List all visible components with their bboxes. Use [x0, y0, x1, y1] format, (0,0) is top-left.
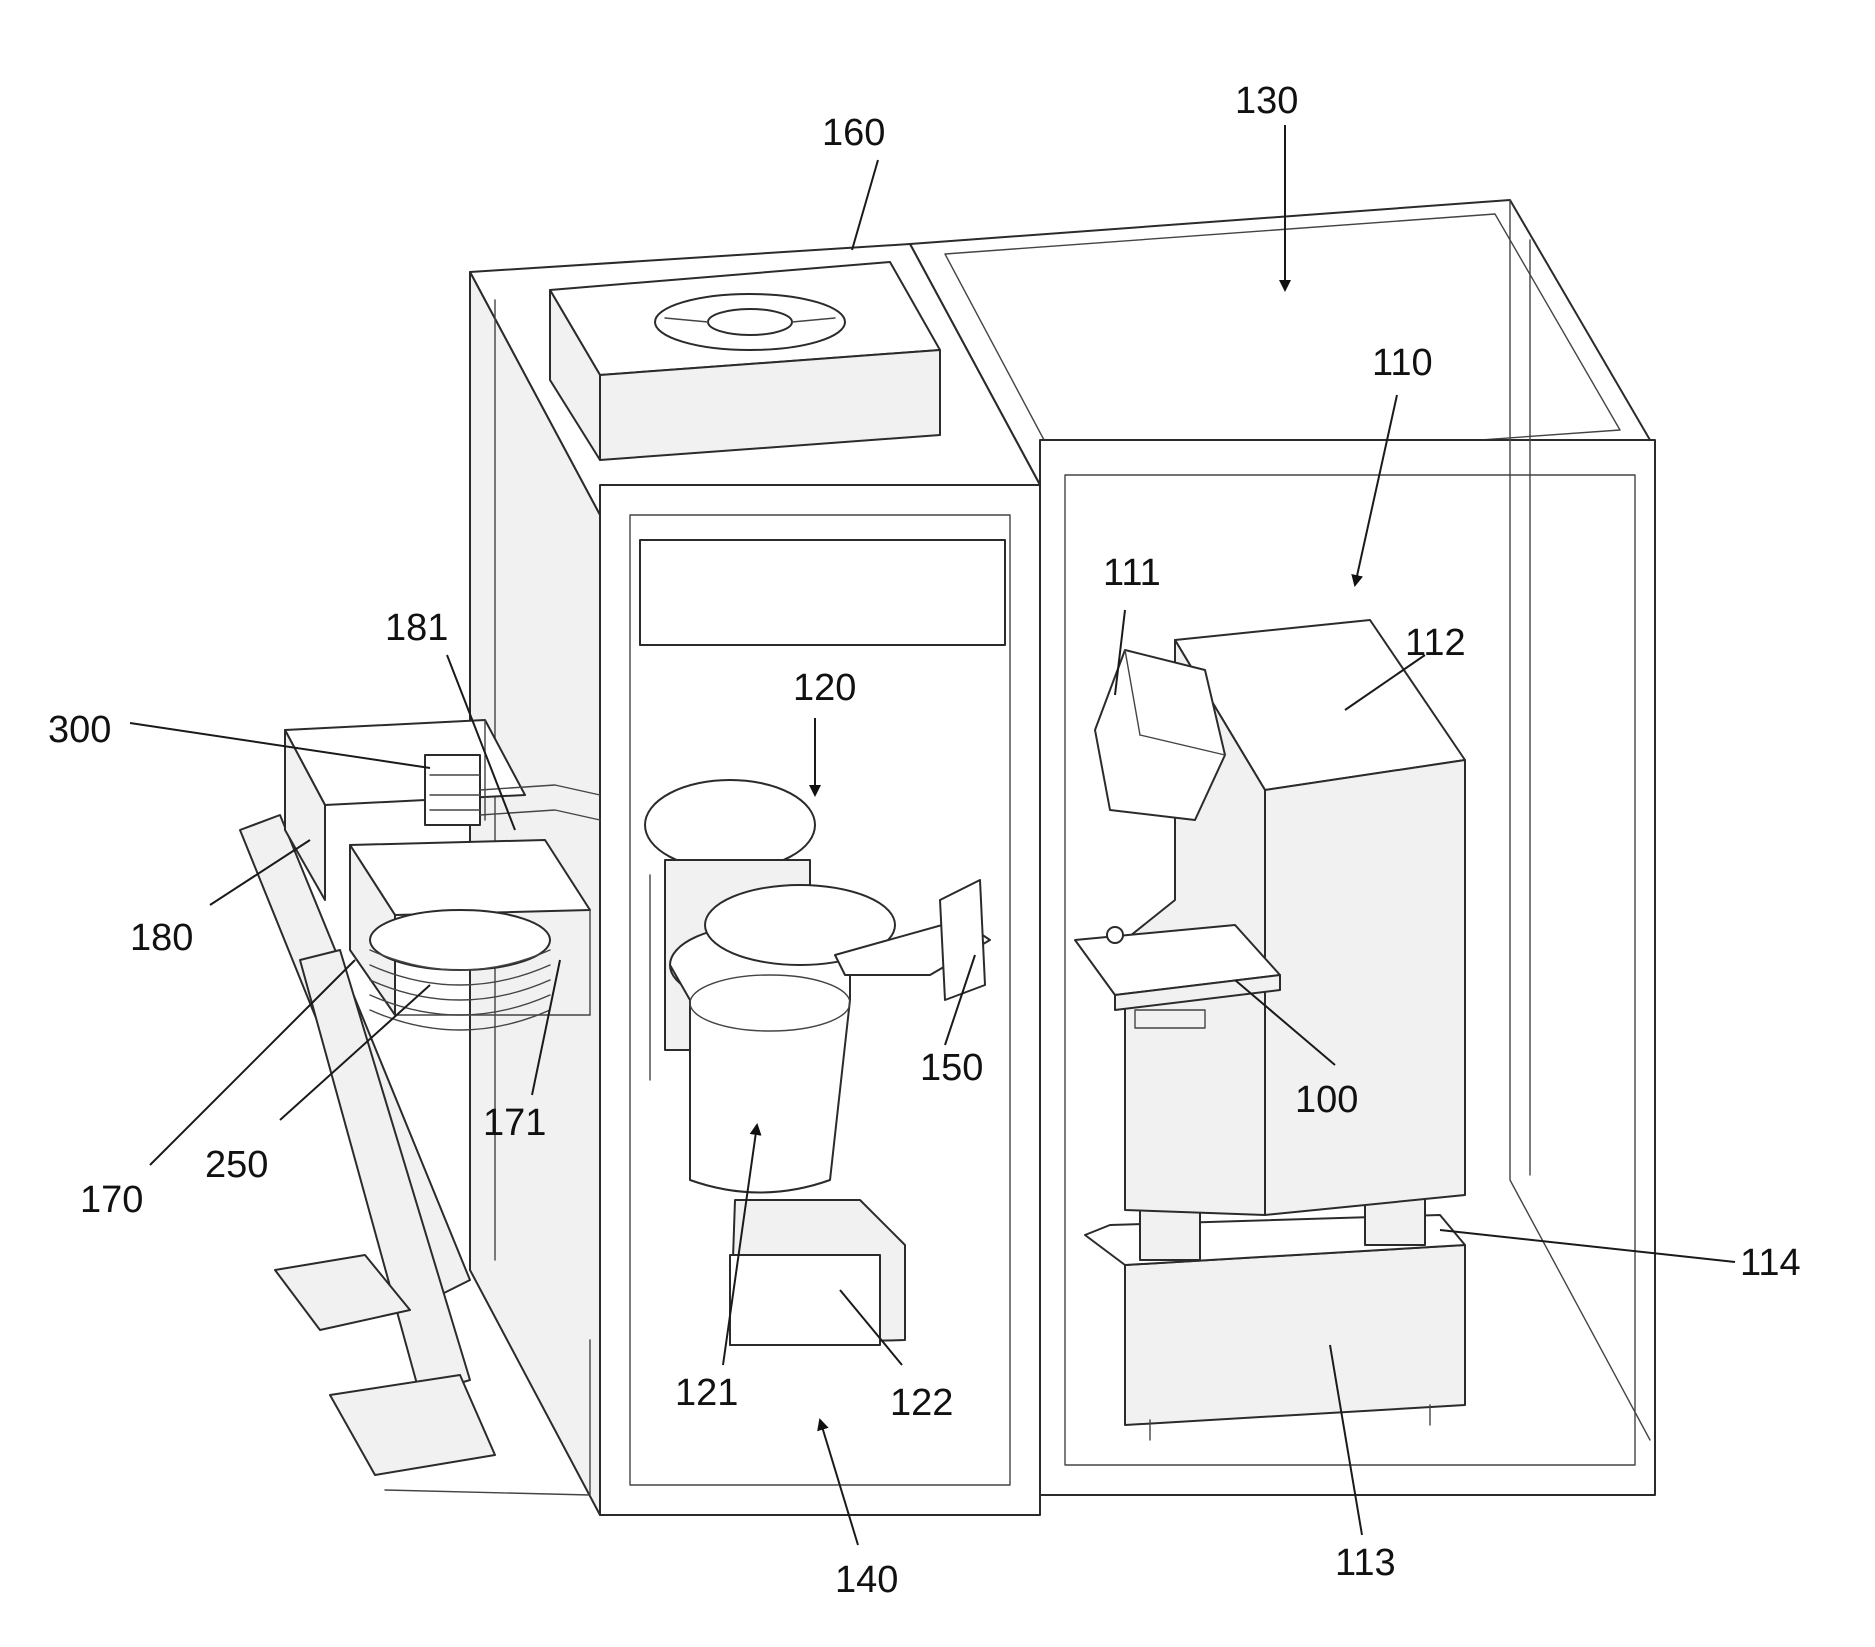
- ref-120: 120: [793, 667, 856, 709]
- ref-171: 171: [483, 1102, 546, 1144]
- ref-113: 113: [1335, 1542, 1396, 1584]
- ref-140: 140: [835, 1559, 898, 1601]
- ref-122: 122: [890, 1382, 953, 1424]
- ref-150: 150: [920, 1047, 983, 1089]
- ref-100: 100: [1295, 1079, 1358, 1121]
- ref-160: 160: [822, 112, 885, 154]
- ref-180: 180: [130, 917, 193, 959]
- ref-250: 250: [205, 1144, 268, 1186]
- ref-112: 112: [1405, 622, 1466, 664]
- ref-181: 181: [385, 607, 448, 649]
- measuring-device: [1075, 620, 1465, 1440]
- leader-170: [150, 960, 355, 1165]
- ref-300: 300: [48, 709, 111, 751]
- ref-121: 121: [675, 1372, 738, 1414]
- ref-130: 130: [1235, 80, 1298, 122]
- ref-170: 170: [80, 1179, 143, 1221]
- ref-110: 110: [1372, 342, 1433, 384]
- ref-111: 111: [1103, 552, 1161, 594]
- inner-housing-block: [640, 540, 1005, 645]
- leader-160: [852, 160, 878, 250]
- ref-114: 114: [1740, 1242, 1801, 1284]
- top-unit: [550, 262, 940, 460]
